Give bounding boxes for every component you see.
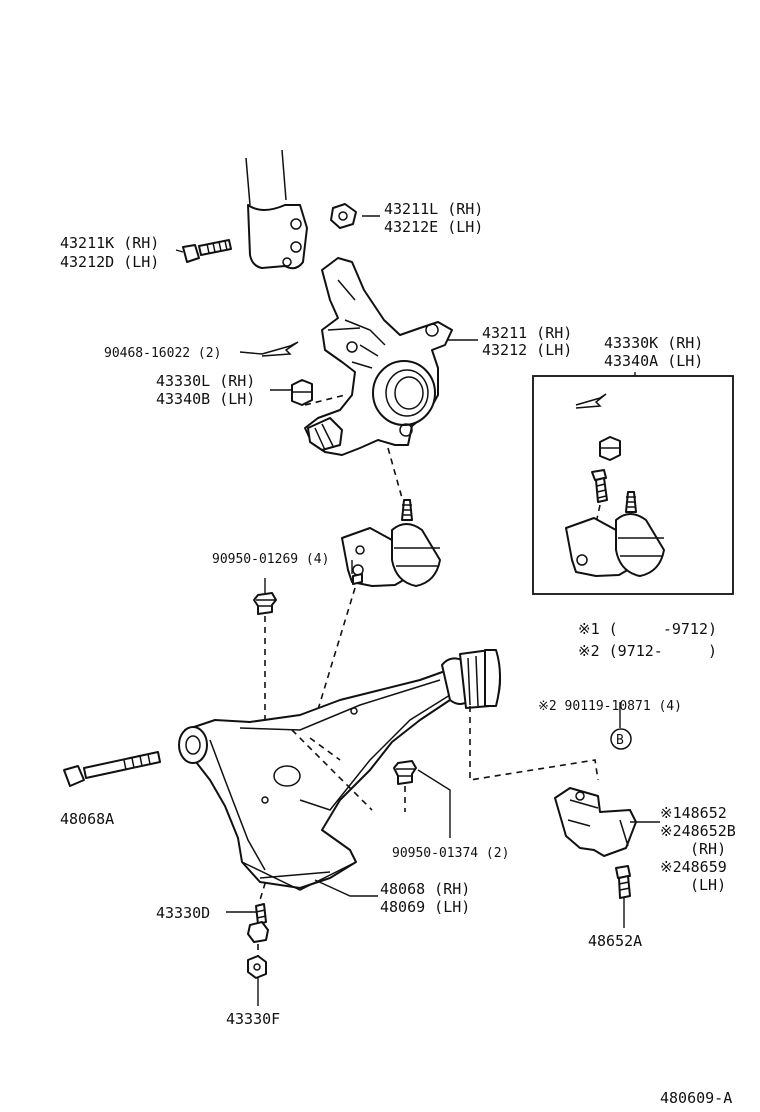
ball-joint [341, 499, 441, 587]
label-148652: ※148652 [660, 804, 727, 822]
label-rh: (RH) [690, 840, 726, 858]
note-2: ※2 (9712- ) [578, 642, 717, 660]
inset-parts [565, 393, 665, 577]
label-48652a: 48652A [588, 932, 642, 950]
label-90950-01374: 90950-01374 (2) [392, 846, 509, 861]
bushing-90950-01374 [393, 760, 417, 785]
label-43211: 43211 (RH) [482, 324, 572, 342]
labels: 43211L (RH) 43212E (LH) 43211K (RH) 4321… [60, 200, 736, 1107]
steering-knuckle [304, 257, 453, 456]
bolt-43211k [182, 239, 232, 263]
nut-43330l [291, 379, 313, 406]
label-43330d: 43330D [156, 904, 210, 922]
stabilizer-bracket [554, 787, 637, 857]
ref-b-circle [610, 728, 632, 750]
variant-box [532, 375, 734, 595]
strut-assembly [245, 149, 308, 270]
bolt-43330d [247, 903, 269, 943]
label-48068: 48068 (RH) [380, 880, 470, 898]
label-90468: 90468-16022 (2) [104, 346, 221, 361]
lower-control-arm [178, 649, 501, 891]
label-43212d: 43212D (LH) [60, 253, 159, 271]
label-43212e: 43212E (LH) [384, 218, 483, 236]
label-90950-01269: 90950-01269 (4) [212, 552, 329, 567]
label-48068a: 48068A [60, 810, 114, 828]
label-90119: ※2 90119-10871 (4) [538, 699, 682, 714]
label-248659: ※248659 [660, 858, 727, 876]
label-48069: 48069 (LH) [380, 898, 470, 916]
note-1: ※1 ( -9712) [578, 620, 717, 638]
nut-43211l [330, 203, 357, 229]
label-43211k: 43211K (RH) [60, 234, 159, 252]
label-43330f: 43330F [226, 1010, 280, 1028]
diagram-id: 480609-A [660, 1089, 732, 1107]
nut-43330f [247, 955, 267, 979]
label-43330k: 43330K (RH) [604, 334, 703, 352]
ref-b-label: B [616, 733, 624, 748]
leader-lines [175, 215, 660, 1006]
label-43211l: 43211L (RH) [384, 200, 483, 218]
label-248652b: ※248652B [660, 822, 736, 840]
bolt-48652a [615, 865, 631, 899]
label-lh: (LH) [690, 876, 726, 894]
bolt-48068a [63, 751, 161, 787]
label-43340a: 43340A (LH) [604, 352, 703, 370]
label-43330l: 43330L (RH) [156, 372, 255, 390]
bushing-90950-01269 [253, 592, 277, 615]
label-43340b: 43340B (LH) [156, 390, 255, 408]
cotter-pin-90468 [261, 341, 299, 357]
label-43212: 43212 (LH) [482, 341, 572, 359]
